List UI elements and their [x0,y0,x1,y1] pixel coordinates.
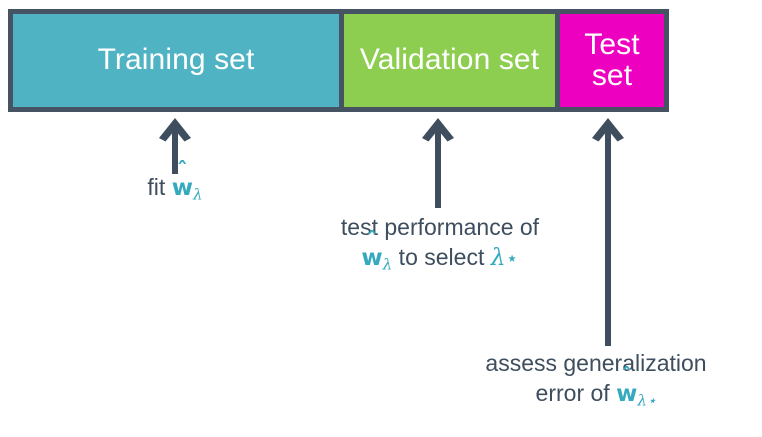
w-glyph: w [616,381,638,408]
error-of-text: error of [535,380,617,407]
hat-accent-icon: ˆ [621,363,632,389]
dataset-split-bar: Training set Validation set Test set [8,9,669,112]
lambda-star-subscript: λ⋆ [637,392,656,410]
arrow-up-icon-assess-generalization [589,116,627,348]
annotation-select-lambda-line-1: test performance of [340,214,540,240]
lambda-subscript: λ [192,185,203,204]
lambda-glyph: λ [637,391,647,410]
hat-accent-icon: ˆ [177,157,188,183]
segment-training-set: Training set [13,14,339,107]
segment-training-set-label: Training set [97,43,255,77]
arrow-up-icon-select-lambda [419,116,457,210]
star-glyph: ⋆ [646,391,657,410]
lambda-subscript: λ [382,255,393,274]
segment-validation-set-label: Validation set [359,43,540,77]
arrow-up-icon-fit [156,116,194,176]
w-glyph: w [171,175,193,201]
segment-test-set-label: Test set [584,27,640,92]
segment-test-set: Test set [560,14,664,107]
hat-accent-icon: ˆ [366,227,378,253]
fit-prefix-text: fit [147,174,172,200]
lambda-symbol: λ [490,243,506,272]
star-symbol: ⋆ [505,247,519,271]
to-select-text: to select [392,244,491,271]
segment-validation-set: Validation set [344,14,555,107]
w-glyph: w [361,245,383,272]
annotation-assess-generalization-line-1: assess generalization [485,350,707,376]
